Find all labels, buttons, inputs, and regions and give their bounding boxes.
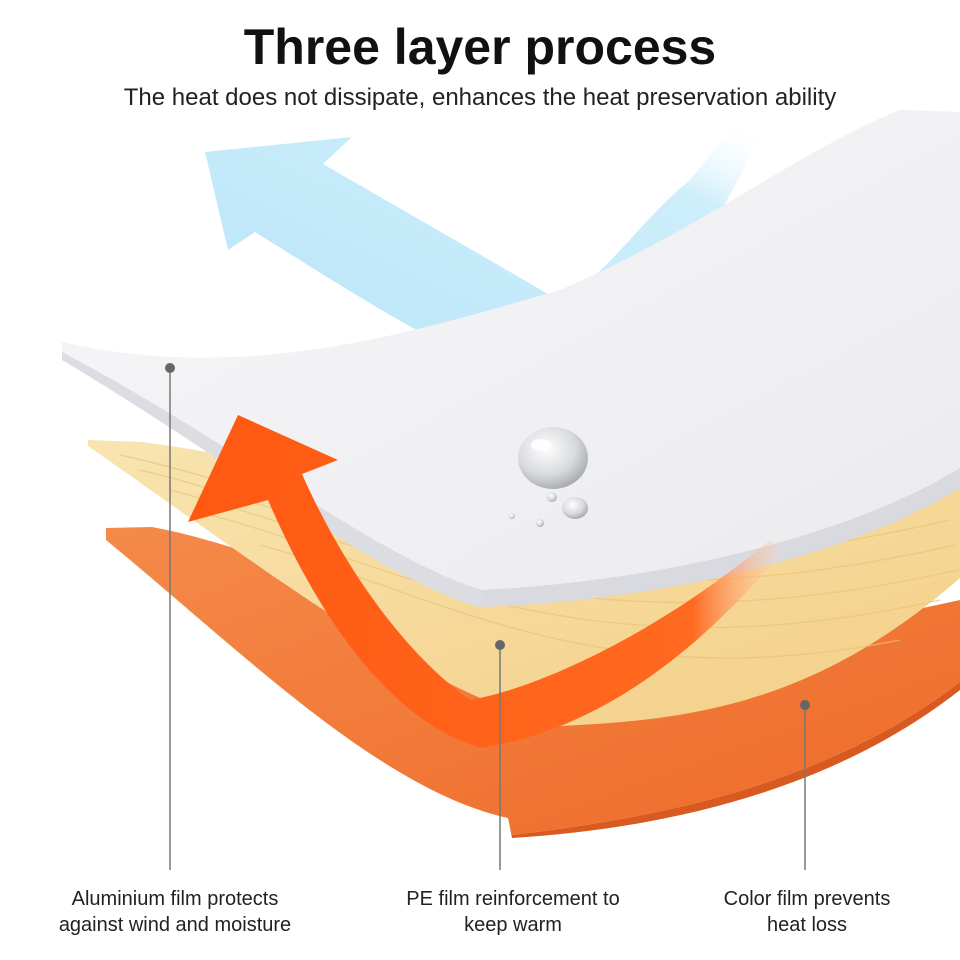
heat-arrow-icon (188, 415, 782, 748)
aluminium-film-label-line2: against wind and moisture (58, 914, 292, 936)
color-film-label-line1: Color film prevents (723, 888, 891, 910)
callout-pe (495, 640, 505, 870)
aluminium-film-layer (62, 110, 960, 607)
pe-film-label: PE film reinforcement to keep warm (363, 886, 663, 938)
aluminium-film-label-line1: Aluminium film protects (71, 888, 279, 910)
aluminium-film-label: Aluminium film protects against wind and… (25, 886, 325, 938)
water-droplets-icon (509, 427, 588, 527)
callout-aluminium (165, 363, 175, 870)
callout-color (800, 700, 810, 870)
pe-film-label-line2: keep warm (464, 914, 562, 936)
pe-film-label-line1: PE film reinforcement to (406, 888, 620, 910)
color-film-label-line2: heat loss (766, 914, 848, 936)
color-film-label: Color film prevents heat loss (657, 886, 957, 938)
page-subtitle: The heat does not dissipate, enhances th… (123, 84, 837, 111)
page-title: Three layer process (243, 19, 717, 75)
